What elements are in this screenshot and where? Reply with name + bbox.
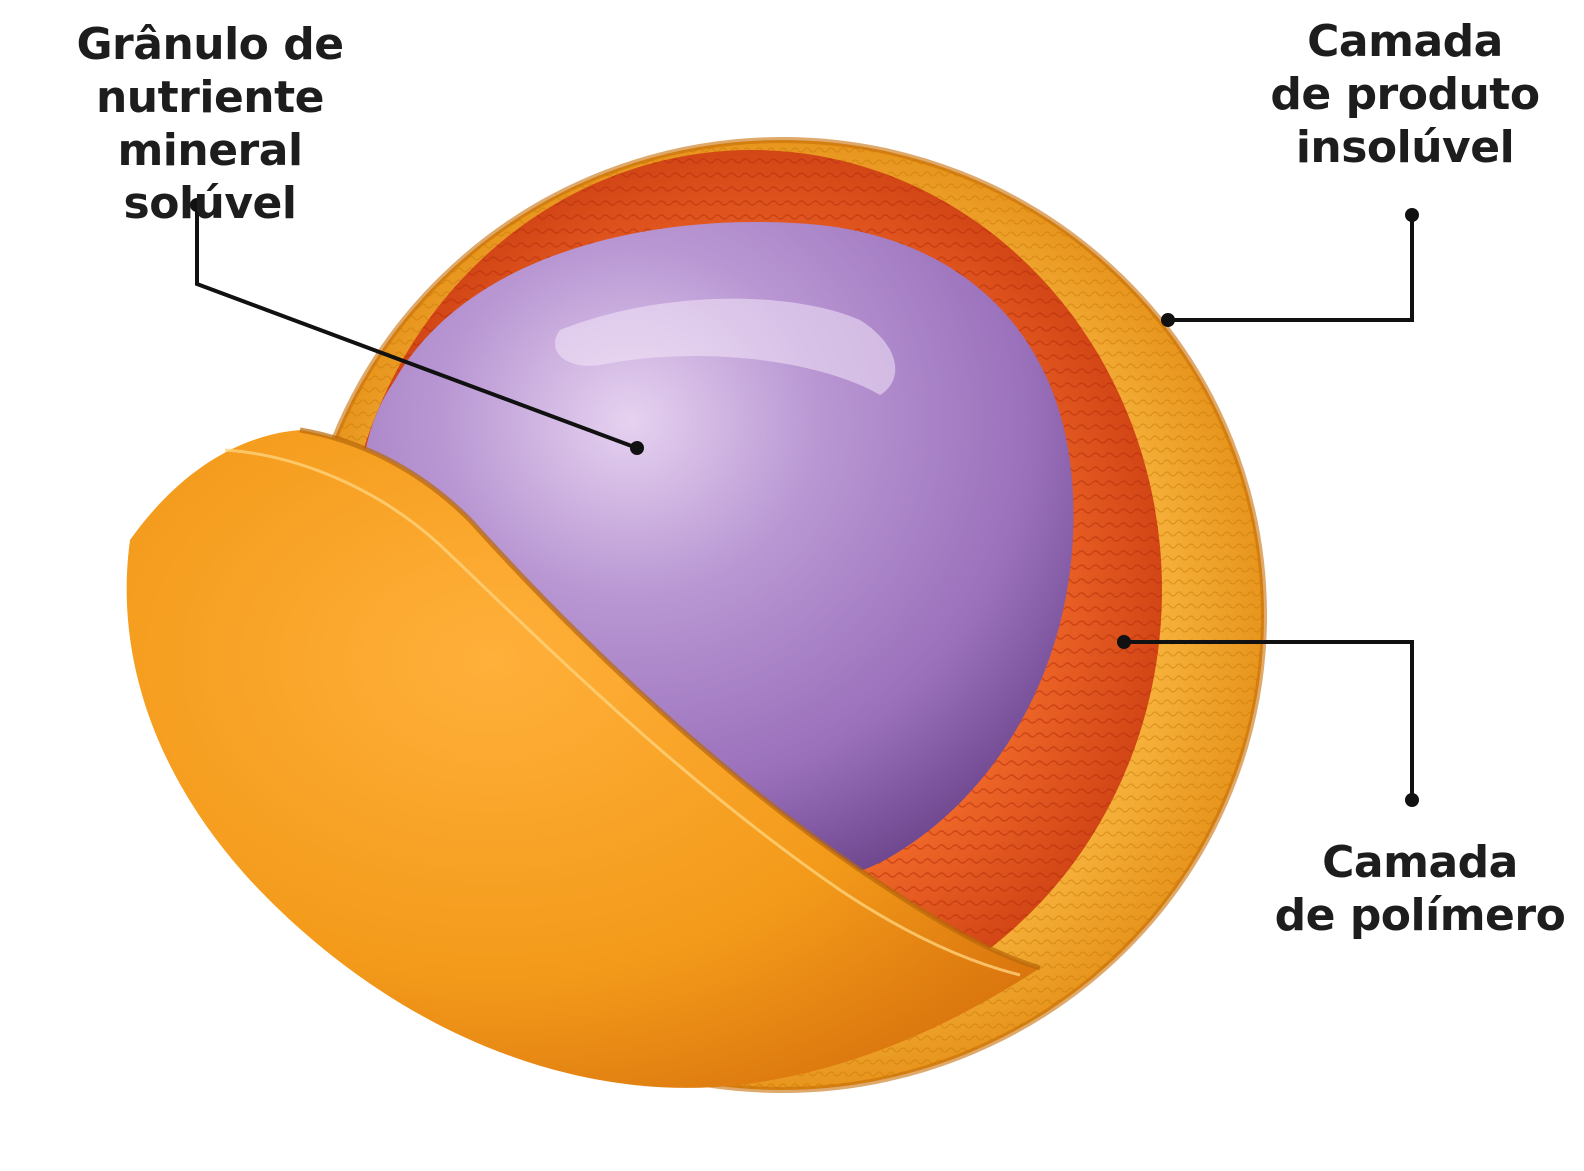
label-line: de produto bbox=[1245, 68, 1565, 121]
label-line: nutriente mineral bbox=[20, 71, 400, 177]
label-insoluble-layer: Camada de produto insolúvel bbox=[1245, 15, 1565, 174]
leader-line-insoluble bbox=[1161, 208, 1419, 327]
label-soluble-granule: Grânulo de nutriente mineral solúvel bbox=[20, 18, 400, 230]
label-line: Grânulo de bbox=[20, 18, 400, 71]
label-line: de polímero bbox=[1270, 889, 1570, 942]
label-line: solúvel bbox=[20, 177, 400, 230]
label-polymer-layer: Camada de polímero bbox=[1270, 836, 1570, 942]
label-line: Camada bbox=[1245, 15, 1565, 68]
label-line: Camada bbox=[1270, 836, 1570, 889]
label-line: insolúvel bbox=[1245, 121, 1565, 174]
